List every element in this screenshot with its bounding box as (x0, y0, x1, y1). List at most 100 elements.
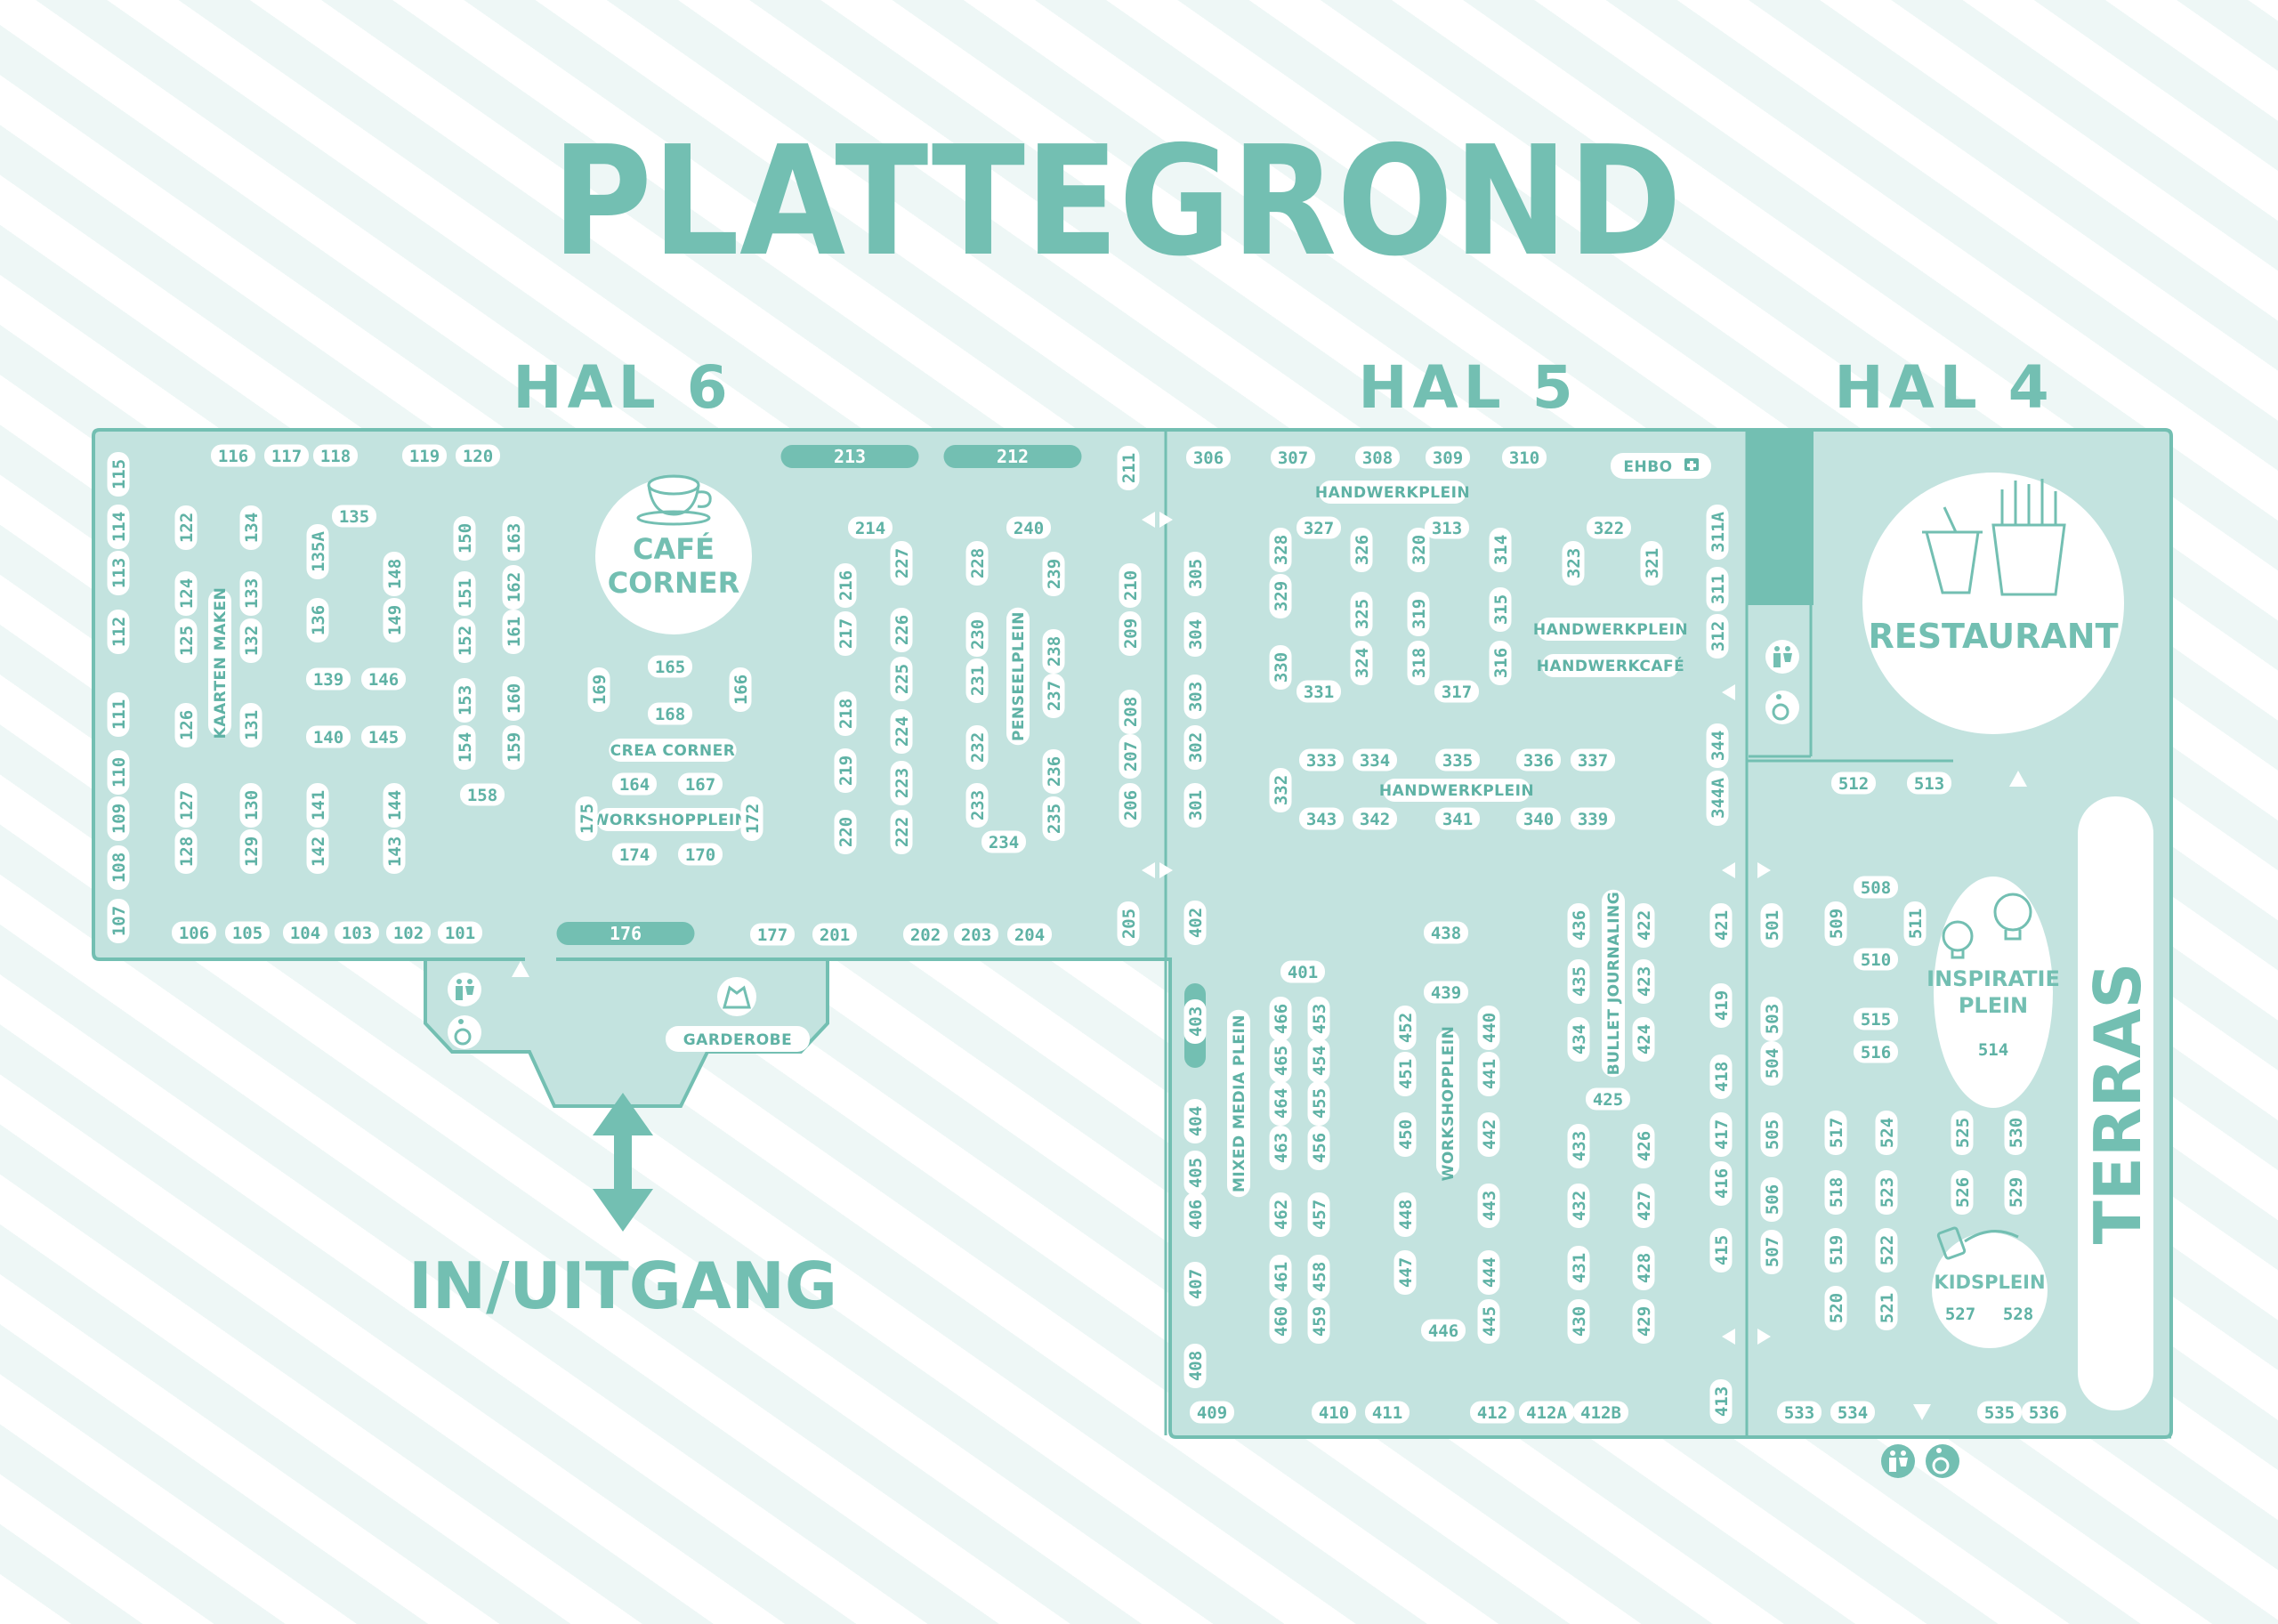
booth-176[interactable]: 176 (556, 922, 695, 945)
booth-317[interactable]: 317 (1434, 680, 1479, 703)
booth-452[interactable]: 452 (1393, 1006, 1417, 1050)
booth-168[interactable]: 168 (648, 702, 692, 725)
booth-406[interactable]: 406 (1183, 1192, 1207, 1237)
booth-509[interactable]: 509 (1824, 901, 1847, 946)
booth-305[interactable]: 305 (1183, 552, 1207, 596)
booth-343[interactable]: 343 (1299, 807, 1344, 830)
booth-115[interactable]: 115 (107, 452, 130, 497)
booth-512[interactable]: 512 (1831, 772, 1876, 795)
booth-329[interactable]: 329 (1269, 574, 1292, 618)
booth-130[interactable]: 130 (239, 783, 263, 828)
booth-122[interactable]: 122 (174, 505, 198, 550)
booth-129[interactable]: 129 (239, 829, 263, 874)
booth-136[interactable]: 136 (306, 598, 329, 642)
booth-313[interactable]: 313 (1425, 516, 1469, 539)
booth-216[interactable]: 216 (834, 563, 857, 608)
booth-218[interactable]: 218 (834, 691, 857, 736)
booth-521[interactable]: 521 (1875, 1286, 1898, 1330)
booth-530[interactable]: 530 (2004, 1111, 2027, 1155)
booth-419[interactable]: 419 (1709, 983, 1733, 1028)
booth-464[interactable]: 464 (1269, 1081, 1292, 1126)
booth-315[interactable]: 315 (1489, 587, 1512, 632)
booth-103[interactable]: 103 (335, 921, 379, 944)
booth-337[interactable]: 337 (1571, 748, 1615, 772)
booth-209[interactable]: 209 (1119, 611, 1142, 656)
booth-145[interactable]: 145 (361, 725, 406, 748)
booth-240[interactable]: 240 (1006, 516, 1051, 539)
booth-526[interactable]: 526 (1951, 1170, 1974, 1215)
booth-533[interactable]: 533 (1777, 1401, 1822, 1424)
booth-238[interactable]: 238 (1042, 629, 1065, 674)
booth-177[interactable]: 177 (750, 923, 795, 946)
booth-416[interactable]: 416 (1709, 1161, 1733, 1206)
booth-320[interactable]: 320 (1407, 528, 1430, 572)
booth-413[interactable]: 413 (1709, 1379, 1733, 1424)
booth-466[interactable]: 466 (1269, 997, 1292, 1041)
booth-330[interactable]: 330 (1269, 645, 1292, 690)
booth-441[interactable]: 441 (1477, 1052, 1500, 1096)
booth-457[interactable]: 457 (1307, 1192, 1330, 1237)
booth-516[interactable]: 516 (1854, 1040, 1898, 1063)
booth-319[interactable]: 319 (1407, 592, 1430, 636)
booth-434[interactable]: 434 (1567, 1017, 1590, 1062)
booth-101[interactable]: 101 (438, 921, 482, 944)
booth-344[interactable]: 344 (1706, 723, 1729, 768)
booth-231[interactable]: 231 (965, 658, 989, 703)
booth-172[interactable]: 172 (740, 796, 763, 841)
booth-536[interactable]: 536 (2022, 1401, 2066, 1424)
booth-446[interactable]: 446 (1421, 1319, 1466, 1342)
booth-141[interactable]: 141 (306, 783, 329, 828)
booth-118[interactable]: 118 (313, 444, 358, 467)
booth-127[interactable]: 127 (174, 783, 198, 828)
booth-306[interactable]: 306 (1186, 446, 1231, 469)
booth-212[interactable]: 212 (943, 445, 1082, 468)
booth-408[interactable]: 408 (1183, 1344, 1207, 1388)
booth-323[interactable]: 323 (1562, 541, 1585, 586)
booth-321[interactable]: 321 (1640, 541, 1663, 586)
booth-444[interactable]: 444 (1477, 1250, 1500, 1295)
booth-234[interactable]: 234 (981, 830, 1026, 853)
booth-139[interactable]: 139 (306, 667, 351, 691)
booth-433[interactable]: 433 (1567, 1124, 1590, 1168)
booth-104[interactable]: 104 (283, 921, 327, 944)
booth-409[interactable]: 409 (1190, 1401, 1234, 1424)
booth-501[interactable]: 501 (1760, 903, 1783, 948)
booth-146[interactable]: 146 (361, 667, 406, 691)
booth-436[interactable]: 436 (1567, 903, 1590, 948)
booth-128[interactable]: 128 (174, 829, 198, 874)
booth-113[interactable]: 113 (107, 551, 130, 595)
booth-325[interactable]: 325 (1350, 592, 1373, 636)
booth-304[interactable]: 304 (1183, 612, 1207, 657)
booth-219[interactable]: 219 (834, 748, 857, 793)
booth-527[interactable]: 527 (1938, 1302, 1983, 1325)
booth-203[interactable]: 203 (954, 923, 998, 946)
booth-316[interactable]: 316 (1489, 641, 1512, 685)
booth-154[interactable]: 154 (453, 725, 476, 770)
booth-208[interactable]: 208 (1119, 690, 1142, 734)
booth-439[interactable]: 439 (1424, 981, 1468, 1004)
booth-459[interactable]: 459 (1307, 1299, 1330, 1344)
booth-462[interactable]: 462 (1269, 1192, 1292, 1237)
booth-135a[interactable]: 135A (306, 524, 329, 579)
booth-331[interactable]: 331 (1297, 680, 1341, 703)
booth-429[interactable]: 429 (1632, 1299, 1655, 1344)
booth-202[interactable]: 202 (903, 923, 948, 946)
booth-143[interactable]: 143 (383, 829, 406, 874)
booth-302[interactable]: 302 (1183, 725, 1207, 770)
booth-149[interactable]: 149 (383, 598, 406, 642)
booth-109[interactable]: 109 (107, 796, 130, 841)
booth-233[interactable]: 233 (965, 783, 989, 828)
booth-169[interactable]: 169 (587, 667, 610, 712)
booth-217[interactable]: 217 (834, 611, 857, 656)
booth-102[interactable]: 102 (386, 921, 431, 944)
booth-427[interactable]: 427 (1632, 1184, 1655, 1228)
booth-140[interactable]: 140 (306, 725, 351, 748)
booth-442[interactable]: 442 (1477, 1112, 1500, 1157)
booth-111[interactable]: 111 (107, 692, 130, 737)
booth-110[interactable]: 110 (107, 750, 130, 795)
booth-421[interactable]: 421 (1709, 903, 1733, 948)
booth-402[interactable]: 402 (1183, 901, 1207, 945)
booth-235[interactable]: 235 (1042, 796, 1065, 841)
booth-303[interactable]: 303 (1183, 675, 1207, 719)
booth-504[interactable]: 504 (1760, 1041, 1783, 1086)
